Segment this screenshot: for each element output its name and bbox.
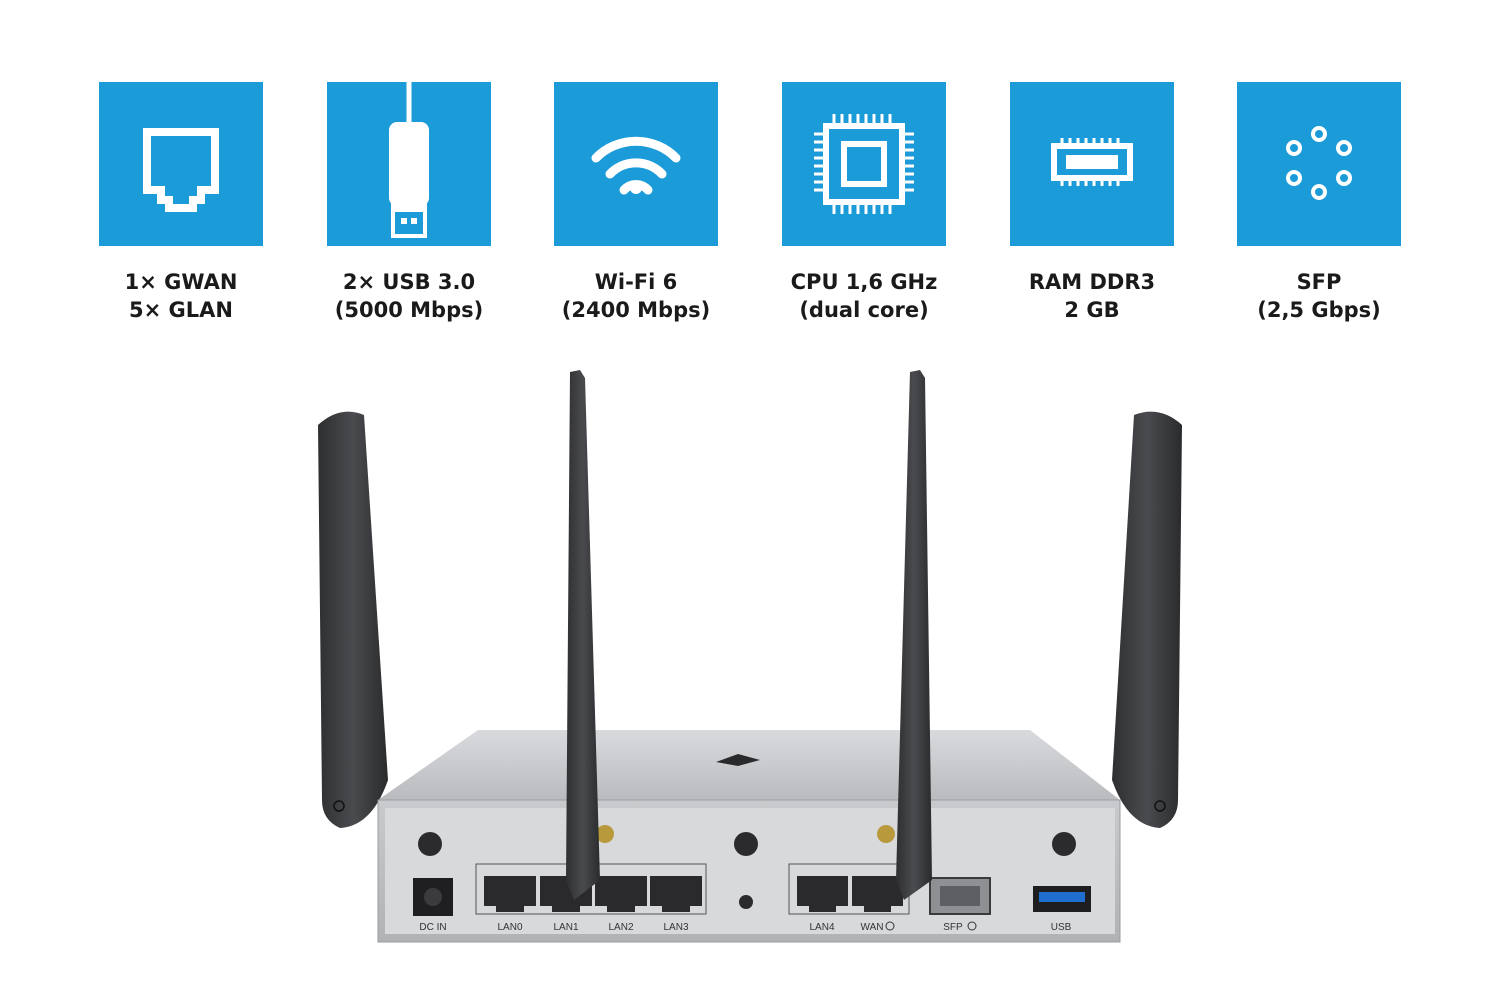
feature-tile-cpu — [782, 82, 946, 246]
usb-plug-icon — [389, 82, 429, 238]
feature-caption-ram: RAM DDR3 2 GB — [972, 268, 1212, 324]
feature-caption-line1: 2× USB 3.0 — [342, 270, 476, 294]
port-label-usb: USB — [1051, 922, 1072, 933]
sfp-fiber-icon — [1286, 126, 1352, 200]
ram-module-icon — [1051, 138, 1133, 186]
port-label-lan0: LAN0 — [497, 922, 522, 933]
feature-caption-cpu: CPU 1,6 GHz (dual core) — [744, 268, 984, 324]
wifi-icon — [591, 136, 681, 195]
globe-icon — [885, 921, 895, 931]
feature-caption-line1: Wi-Fi 6 — [594, 270, 678, 294]
port-label-lan3: LAN3 — [663, 922, 688, 933]
feature-tile-sfp — [1237, 82, 1401, 246]
feature-caption-line2: (2,5 Gbps) — [1257, 298, 1381, 322]
router-image: DC IN LAN0 LAN1 LAN2 LAN3 LAN4 WAN SFP U… — [318, 370, 1182, 943]
globe-icon — [967, 921, 977, 931]
feature-caption-lan: 1× GWAN 5× GLAN — [61, 268, 301, 324]
antenna-center-right — [877, 370, 932, 900]
feature-caption-line2: 2 GB — [1064, 298, 1120, 322]
antenna-right — [1112, 411, 1182, 828]
feature-caption-line2: (dual core) — [799, 298, 929, 322]
feature-caption-sfp: SFP (2,5 Gbps) — [1199, 268, 1439, 324]
ethernet-port-icon — [143, 128, 219, 212]
feature-caption-line1: RAM DDR3 — [1028, 270, 1156, 294]
antenna-center-left — [566, 370, 614, 900]
reset-button — [739, 895, 753, 909]
feature-tile-wifi — [554, 82, 718, 246]
port-label-sfp: SFP — [943, 922, 963, 933]
port-label-wan: WAN — [861, 922, 884, 933]
brand-logo-icon — [716, 754, 760, 766]
port-label-lan4: LAN4 — [809, 922, 834, 933]
feature-caption-line2: 5× GLAN — [129, 298, 233, 322]
feature-caption-wifi: Wi-Fi 6 (2400 Mbps) — [516, 268, 756, 324]
feature-caption-usb: 2× USB 3.0 (5000 Mbps) — [289, 268, 529, 324]
feature-caption-line2: (2400 Mbps) — [561, 298, 711, 322]
feature-caption-line1: 1× GWAN — [124, 270, 238, 294]
feature-tile-lan — [99, 82, 263, 246]
feature-caption-line1: CPU 1,6 GHz — [790, 270, 938, 294]
feature-caption-line1: SFP — [1296, 270, 1342, 294]
port-label-dc-in: DC IN — [419, 922, 446, 933]
feature-tile-usb — [327, 82, 491, 246]
cpu-chip-icon — [814, 114, 914, 214]
antenna-left — [318, 411, 388, 828]
port-label-lan1: LAN1 — [553, 922, 578, 933]
feature-caption-line2: (5000 Mbps) — [334, 298, 484, 322]
port-label-lan2: LAN2 — [608, 922, 633, 933]
feature-tile-ram — [1010, 82, 1174, 246]
